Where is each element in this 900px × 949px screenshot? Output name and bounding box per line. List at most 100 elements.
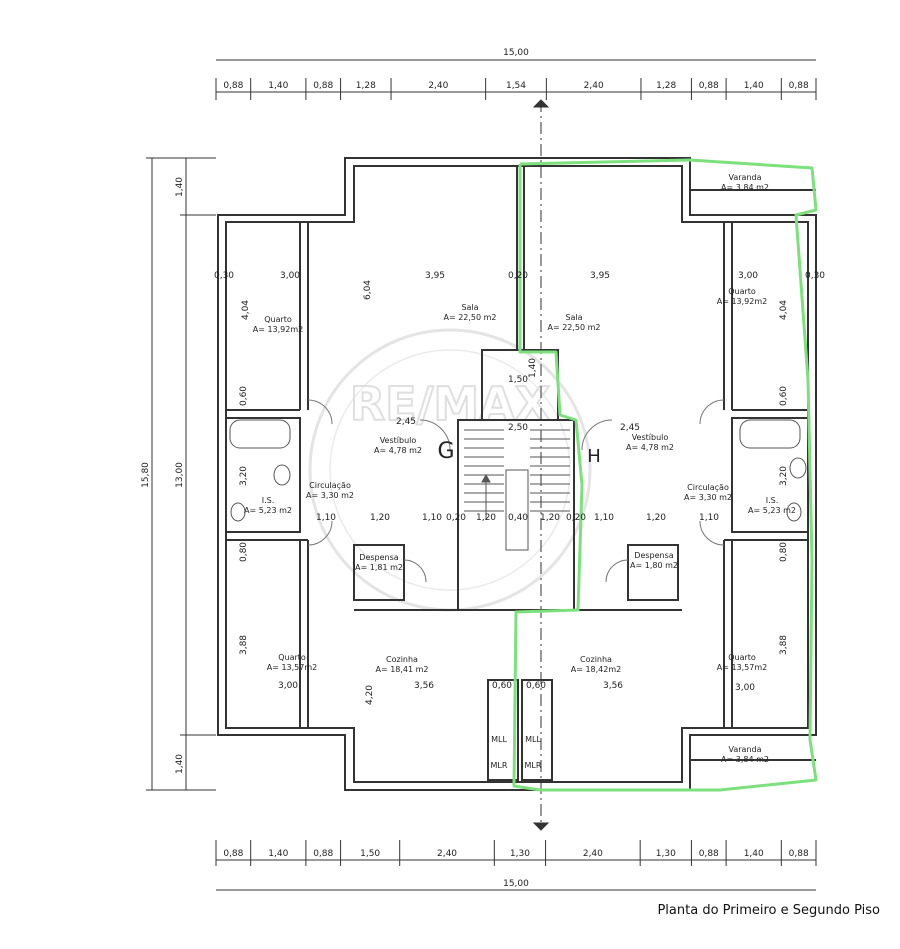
interior-dim-d_404_l: 4,04 — [241, 300, 251, 320]
interior-dim-d_356_r: 3,56 — [603, 681, 623, 691]
interior-dim-d_120_a: 1,20 — [476, 513, 496, 523]
room-name-quarto_tl: Quarto — [264, 315, 292, 324]
interior-dim-d_395_r: 3,95 — [590, 271, 610, 281]
interior-dim-d_356_l: 3,56 — [414, 681, 434, 691]
room-area-quarto_tl: A= 13,92m2 — [253, 325, 304, 334]
top-dim-2: 0,88 — [313, 81, 333, 91]
room-name-sala_r: Sala — [565, 313, 582, 322]
room-area-despensa_l: A= 1,81 m2 — [355, 563, 403, 572]
bottom-dim-1: 1,40 — [268, 849, 288, 859]
room-name-despensa_l: Despensa — [359, 553, 398, 562]
bottom-dim-0: 0,88 — [223, 849, 243, 859]
left-bottom-dim: 1,40 — [175, 754, 185, 774]
left-dimension-chain — [146, 157, 216, 791]
interior-dim-d_110_d: 1,10 — [699, 513, 719, 523]
interior-dim-d_320_l: 3,20 — [239, 466, 249, 486]
interior-dim-d_300_l: 3,00 — [280, 271, 300, 281]
appliance-mlr-a: MLR — [491, 761, 508, 770]
room-name-circulacao_l: Circulação — [309, 481, 351, 490]
interior-dim-d_300_bl: 3,00 — [278, 681, 298, 691]
interior-dim-d_120_d: 1,20 — [646, 513, 666, 523]
interior-dim-d_030_l: 0,30 — [214, 271, 234, 281]
bathroom-fixtures — [229, 419, 807, 522]
top-dim-10: 0,88 — [789, 81, 809, 91]
room-area-quarto_tr: A= 13,92m2 — [717, 297, 768, 306]
door-swings — [307, 399, 725, 583]
interior-dim-d_060_mll: 0,60 — [492, 681, 512, 691]
interior-dim-d_080_r: 0,80 — [779, 542, 789, 562]
left-overall-dim: 15,80 — [141, 462, 151, 488]
appliance-mlr-b: MLR — [525, 761, 542, 770]
unit-highlight — [512, 158, 818, 792]
interior-dim-d_120_c: 1,20 — [370, 513, 390, 523]
bottom-dim-2: 0,88 — [313, 849, 333, 859]
room-name-despensa_r: Despensa — [634, 551, 673, 560]
interior-dim-d_245_r: 2,45 — [620, 423, 640, 433]
bottom-dim-10: 0,88 — [789, 849, 809, 859]
interior-dim-d_020_a: 0,20 — [508, 271, 528, 281]
interior-dim-d_245_l: 2,45 — [396, 417, 416, 427]
bottom-dim-3: 1,50 — [360, 849, 380, 859]
room-name-quarto_bl: Quarto — [278, 653, 306, 662]
top-dim-5: 1,54 — [506, 81, 526, 91]
interior-dim-d_388_l: 3,88 — [239, 635, 249, 655]
top-dim-6: 2,40 — [584, 81, 604, 91]
section-axis — [532, 99, 550, 831]
room-area-quarto_br: A= 13,57m2 — [717, 663, 768, 672]
top-dim-3: 1,28 — [356, 81, 376, 91]
interior-dim-d_110_a: 1,10 — [316, 513, 336, 523]
interior-dim-d_060_mlr: 0,60 — [526, 681, 546, 691]
bottom-dim-7: 1,30 — [656, 849, 676, 859]
room-area-despensa_r: A= 1,80 m2 — [630, 561, 678, 570]
room-name-quarto_br: Quarto — [728, 653, 756, 662]
appliance-labels: MLL MLR MLL MLR — [491, 735, 542, 770]
interior-dim-d_020_c: 0,20 — [566, 513, 586, 523]
room-area-vestibulo_l: A= 4,78 m2 — [374, 446, 422, 455]
room-name-sala_l: Sala — [461, 303, 478, 312]
interior-dim-d_030_r: 0,30 — [805, 271, 825, 281]
bottom-overall-dim: 15,00 — [503, 879, 529, 889]
bottom-dim-8: 0,88 — [699, 849, 719, 859]
interior-dim-d_060_l: 0,60 — [239, 386, 249, 406]
room-name-varanda_tr: Varanda — [729, 173, 762, 182]
interior-dim-d_110_b: 1,10 — [422, 513, 442, 523]
room-area-cozinha_l: A= 18,41 m2 — [375, 665, 428, 674]
marker-h: H — [587, 446, 601, 467]
interior-dim-d_388_r: 3,88 — [779, 635, 789, 655]
room-area-vestibulo_r: A= 4,78 m2 — [626, 443, 674, 452]
left-inner-dim: 13,00 — [175, 462, 185, 488]
room-name-cozinha_l: Cozinha — [386, 655, 418, 664]
top-dim-7: 1,28 — [656, 81, 676, 91]
room-name-vestibulo_r: Vestíbulo — [632, 433, 669, 442]
stair-flight — [464, 429, 570, 551]
interior-dim-d_040: 0,40 — [508, 513, 528, 523]
interior-dim-d_404_r: 4,04 — [779, 300, 789, 320]
top-dim-0: 0,88 — [223, 81, 243, 91]
room-area-is_l: A= 5,23 m2 — [244, 506, 292, 515]
interior-dim-d_140: 1,40 — [528, 358, 538, 378]
bottom-dim-4: 2,40 — [437, 849, 457, 859]
room-area-sala_l: A= 22,50 m2 — [443, 313, 496, 322]
room-area-circulacao_r: A= 3,30 m2 — [684, 493, 732, 502]
interior-dim-d_420: 4,20 — [365, 685, 375, 705]
left-top-dim: 1,40 — [175, 177, 185, 197]
interior-dim-d_120_b: 1,20 — [540, 513, 560, 523]
room-area-varanda_br: A= 3,84 m2 — [721, 755, 769, 764]
room-name-cozinha_r: Cozinha — [580, 655, 612, 664]
bottom-dimension-chain — [215, 840, 817, 891]
room-name-varanda_br: Varanda — [729, 745, 762, 754]
interior-dim-d_150: 1,50 — [508, 375, 528, 385]
appliance-mll-a: MLL — [491, 735, 507, 744]
room-name-vestibulo_l: Vestíbulo — [380, 436, 417, 445]
room-area-is_r: A= 5,23 m2 — [748, 506, 796, 515]
appliance-mll-b: MLL — [525, 735, 541, 744]
interior-dim-d_020_b: 0,20 — [446, 513, 466, 523]
interior-dim-d_080_l: 0,80 — [239, 542, 249, 562]
interior-dim-d_300_r: 3,00 — [738, 271, 758, 281]
